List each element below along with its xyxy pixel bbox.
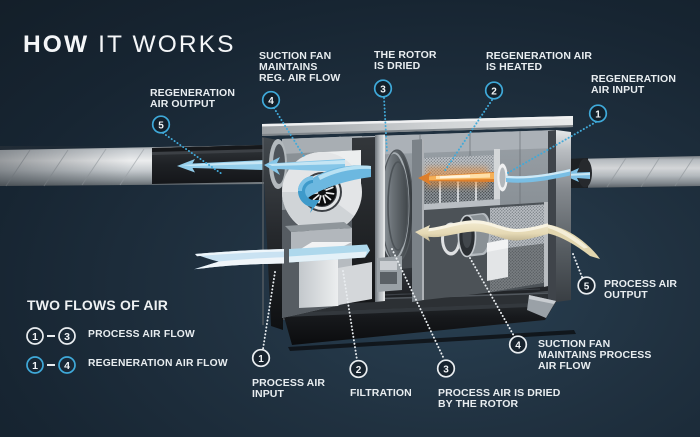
svg-text:1: 1 [595, 109, 601, 120]
svg-text:1: 1 [258, 354, 264, 365]
svg-text:2: 2 [356, 365, 362, 376]
svg-text:2: 2 [491, 86, 497, 97]
svg-text:4: 4 [64, 360, 70, 372]
svg-text:3: 3 [380, 84, 386, 95]
svg-text:1: 1 [32, 360, 38, 372]
svg-text:5: 5 [584, 281, 590, 292]
svg-text:3: 3 [64, 331, 70, 343]
svg-text:5: 5 [158, 120, 164, 131]
svg-text:1: 1 [32, 331, 38, 343]
svg-text:3: 3 [443, 364, 449, 375]
svg-text:4: 4 [268, 96, 274, 107]
svg-text:4: 4 [515, 340, 521, 351]
